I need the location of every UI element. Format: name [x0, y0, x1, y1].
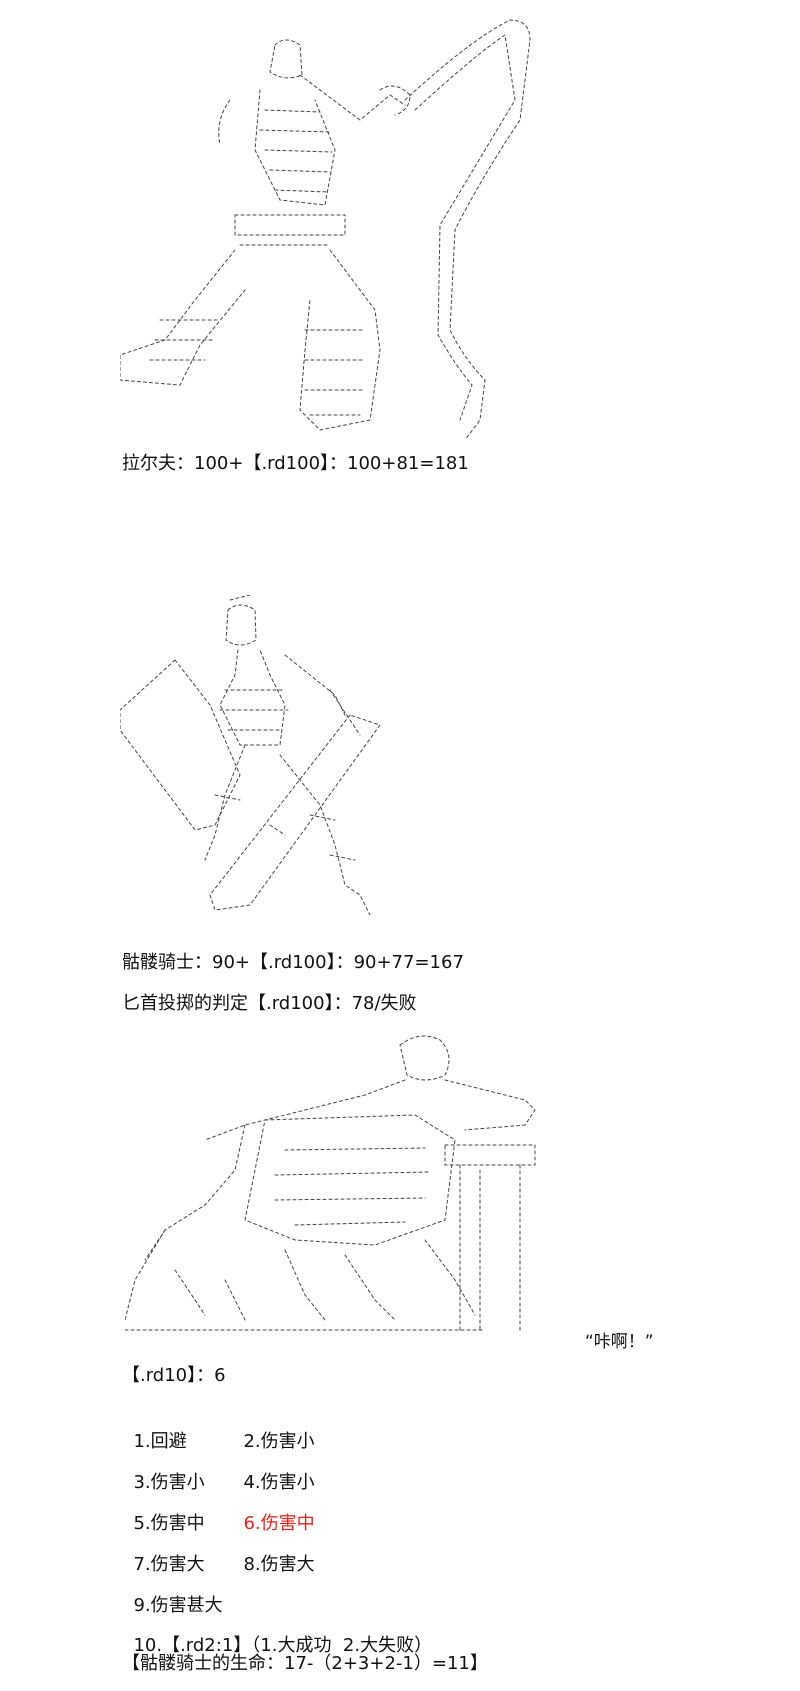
option-1: 1.回避: [133, 1431, 187, 1452]
quote-scream: “咔啊！”: [585, 1332, 654, 1352]
option-8: 8.伤害大: [243, 1554, 315, 1575]
option-row-4: 7.伤害大 8.伤害大: [122, 1529, 315, 1577]
option-row-5: 9.伤害甚大: [122, 1570, 223, 1618]
rd10-result: 【.rd10】：6: [122, 1365, 226, 1386]
option-2: 2.伤害小: [243, 1431, 315, 1452]
option-6-highlighted: 6.伤害中: [243, 1513, 315, 1534]
option-row-3: 5.伤害中 6.伤害中: [122, 1488, 315, 1536]
option-7: 7.伤害大: [133, 1554, 205, 1575]
ascii-art-skeleton-knight: [120, 595, 420, 915]
skeleton-roll-result: 骷髅骑士：90+【.rd100】：90+77=167: [122, 952, 464, 973]
option-3: 3.伤害小: [133, 1472, 205, 1493]
dagger-throw-judgement: 匕首投掷的判定【.rd100】：78/失败: [122, 993, 417, 1014]
option-9: 9.伤害甚大: [133, 1595, 223, 1616]
option-row-2: 3.伤害小 4.伤害小: [122, 1447, 315, 1495]
ascii-art-fallen-fighter: [125, 1030, 555, 1340]
option-10: 10.【.rd2:1】（1.大成功 2.大失败）: [133, 1635, 433, 1656]
option-5: 5.伤害中: [133, 1513, 205, 1534]
option-row-1: 1.回避 2.伤害小: [122, 1406, 315, 1454]
ascii-art-ralph: [120, 0, 540, 450]
ralph-roll-result: 拉尔夫：100+【.rd100】：100+81=181: [122, 453, 469, 474]
option-row-6: 10.【.rd2:1】（1.大成功 2.大失败）: [122, 1610, 432, 1658]
option-4: 4.伤害小: [243, 1472, 315, 1493]
skeleton-hp-result: 【骷髅骑士的生命：17-（2+3+2-1）=11】: [122, 1653, 488, 1674]
